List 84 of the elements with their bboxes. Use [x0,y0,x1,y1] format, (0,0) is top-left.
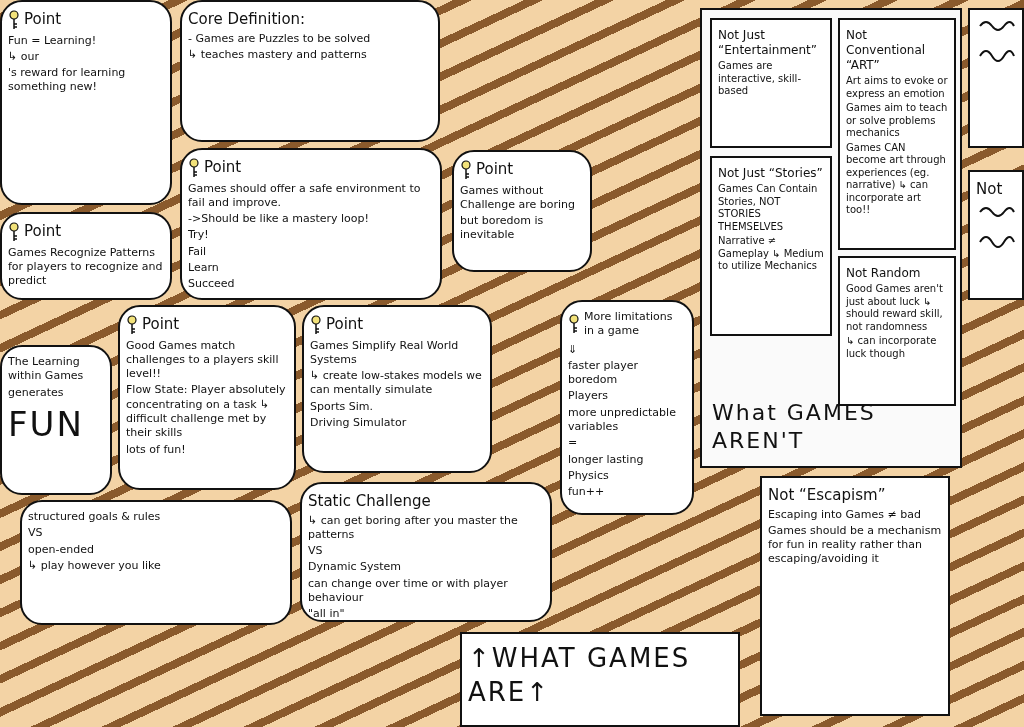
note-card [710,18,832,148]
puzzle-piece [0,345,112,495]
card-heading: Not Random [846,266,922,281]
puzzle-piece [118,305,296,490]
note-text: open-ended [28,542,95,557]
note-text: Games should be a mechanism for fun in reality rather than escaping/avoiding it [768,523,942,567]
note-text: Games aim to teach or solve problems mechanics [846,102,948,140]
note-text: Fun = Learning! [8,33,98,48]
note-text: VS [308,544,324,559]
note-text: More limitations in a game [584,310,674,339]
note-text: Narrative ≠ Gameplay ↳ Medium to utilize Mechanics [718,235,824,273]
note-text: ↳ teaches mastery and patterns [188,47,368,63]
note-text: - Games are Puzzles to be solved [188,31,372,46]
note-text: ↳ play however you like [28,558,162,574]
note-text: Games Recognize Patterns for players to recognize and predict [8,245,164,289]
note-text: longer lasting [568,452,645,467]
game-box [700,8,962,468]
note-text: fun++ [568,485,606,500]
note-text: Sports Sim. [310,399,374,414]
puzzle-piece [300,482,552,622]
note-text: 's reward for learning something new! [8,66,127,95]
card-heading: Point [142,315,180,335]
note-text: Physics [568,468,610,484]
note-text: ->Should be like a mastery loop! [188,212,370,227]
note-text: Players [568,389,609,404]
note-text: Good Games aren't just about luck ↳ should reward skill, not randomness [846,283,944,333]
title-text: ↑WHAT GAMES ARE↑ [468,642,692,709]
note-text: = [568,436,579,451]
note-card [710,156,832,336]
note-text: ↳ create low-stakes models we can mentally simulate [310,369,483,398]
note-text: generates [8,385,65,400]
note-text: Games should offer a safe environment to fail and improve. [188,181,422,211]
note-text: Fail [188,244,208,259]
note-card [968,8,1024,148]
note-text: structured goals & rules [28,510,162,525]
note-text: Games Can Contain Stories, NOT STORIES THEMSELVES [718,183,819,233]
note-text: VS [28,526,44,541]
note-text: faster player boredom [568,358,640,388]
note-text: Games are interactive, skill-based [718,60,802,98]
paper-sheet [460,632,740,727]
note-text: Try! [188,228,210,243]
note-text: ↳ can incorporate luck though [846,335,938,360]
card-heading: Not “Escapism” [768,486,887,506]
note-card [838,18,956,250]
note-text: can change over time or with player behaviour [308,576,509,606]
note-text: Driving Simulator [310,416,408,431]
puzzle-piece [180,0,440,142]
puzzle-piece [0,212,172,300]
note-text: Learn [188,261,220,276]
card-heading: Point [326,315,364,335]
card-heading: Not Just “Stories” [718,166,824,181]
note-text: more unpredictable variables [568,405,677,435]
card-heading: Static Challenge [308,492,432,512]
card-heading: Not Conventional “ART” [846,28,927,73]
note-text: Good Games match challenges to a players skill level!! [126,338,280,382]
title-text: FUN [8,402,85,446]
note-text: lots of fun! [126,442,187,457]
note-text: Games CAN become art through experiences (eg. narrative) ↳ can incorporate art too!! [846,141,947,217]
puzzle-piece [0,0,172,205]
puzzle-piece [452,150,592,272]
note-text: "all in" [308,607,346,620]
note-text: ↳ can get boring after you master the patterns [308,513,519,543]
card-heading: Point [204,158,242,178]
card-heading: Not Just “Entertainment” [718,28,819,58]
note-text: ⇓ [568,342,579,357]
card-heading: Point [24,222,62,242]
puzzle-piece [302,305,492,473]
note-text: ↳ our [8,49,40,65]
card-heading: Core Definition: [188,10,307,30]
note-text: Escaping into Games ≠ bad [768,507,922,522]
note-text: Games Simplify Real World Systems [310,338,460,368]
card-heading: Not [976,180,1004,200]
note-card [760,476,950,716]
note-card [968,170,1024,300]
note-card [838,256,956,406]
note-text: Dynamic System [308,560,403,575]
puzzle-piece [560,300,694,515]
puzzle-piece [180,148,442,300]
card-heading: Point [24,10,62,30]
note-text: Succeed [188,277,236,292]
note-text: Art aims to evoke or express an emotion [846,75,948,100]
puzzle-piece [20,500,292,625]
card-heading: Point [476,160,514,180]
note-text: but boredom is inevitable [460,214,545,243]
